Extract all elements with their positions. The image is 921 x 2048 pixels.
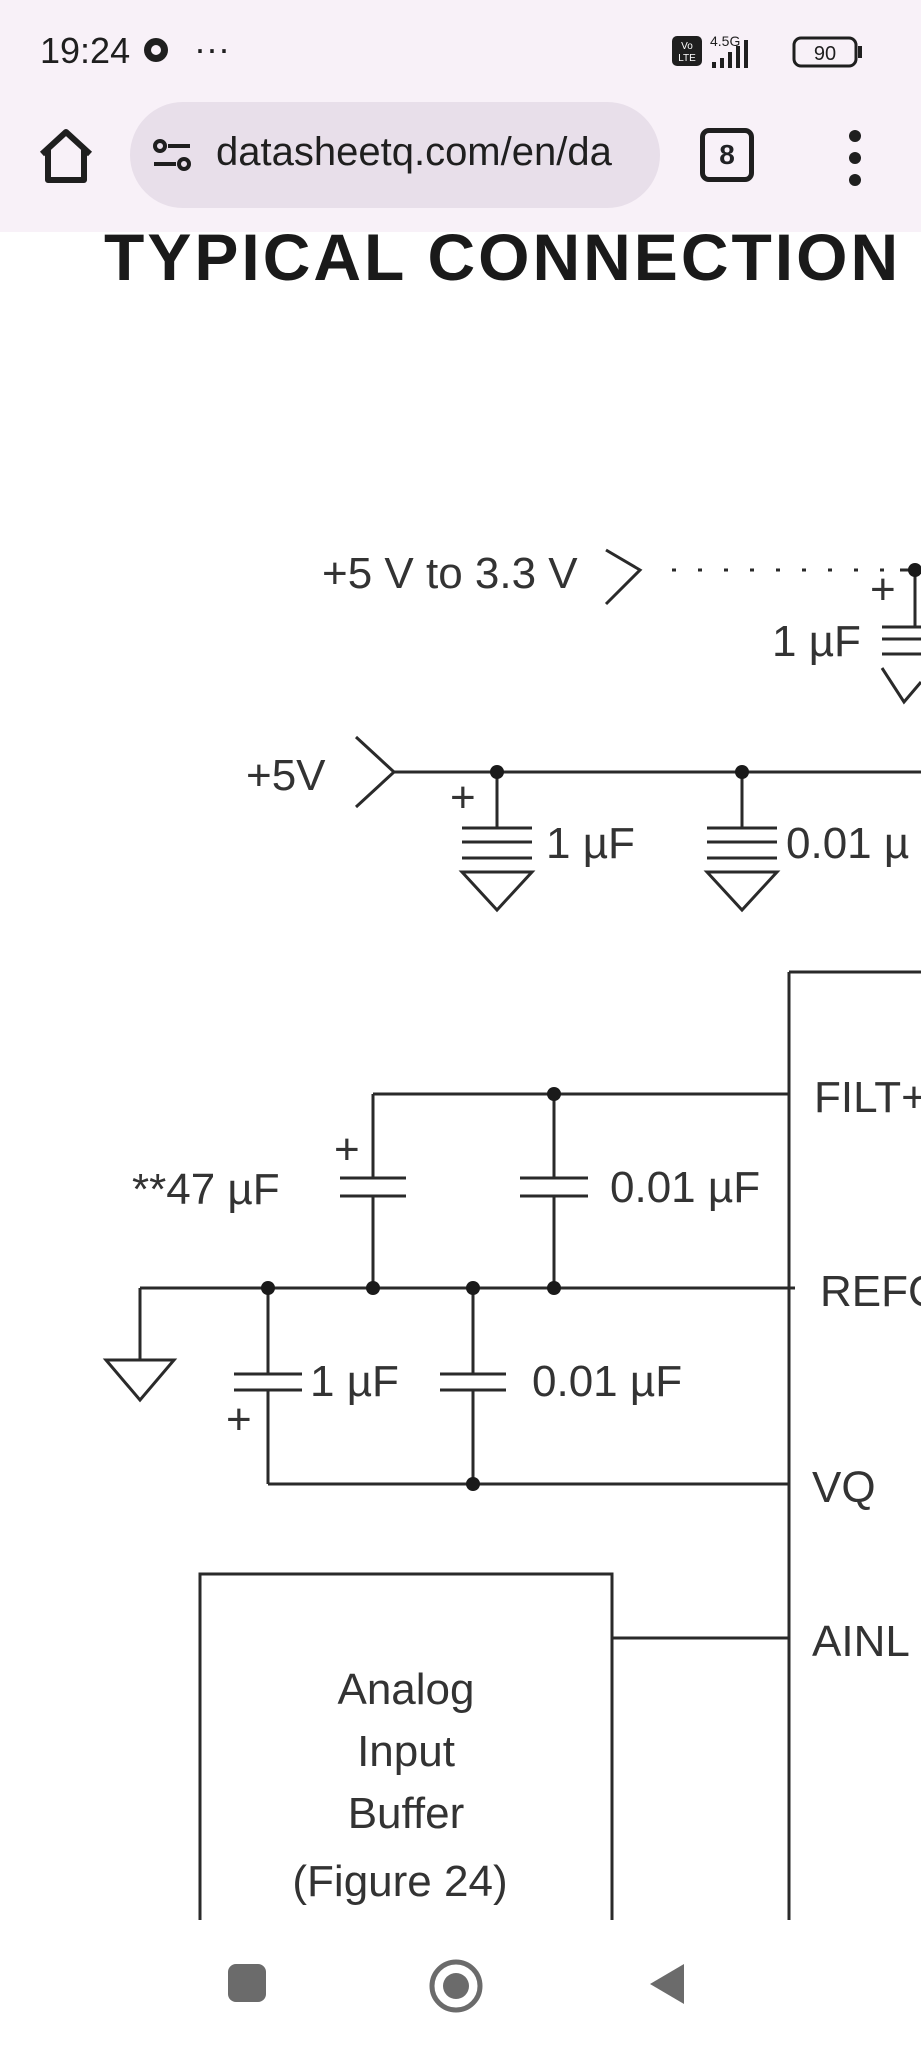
label-cap-b1: 1 µF	[546, 819, 635, 868]
network-type: 4.5G	[710, 33, 740, 49]
chrome-notification-icon	[144, 38, 168, 62]
label-supply-b: +5V	[246, 751, 326, 800]
label-cap-a: 1 µF	[772, 617, 861, 666]
label-supply-a: +5 V to 3.3 V	[322, 549, 578, 598]
site-settings-icon[interactable]	[152, 136, 194, 176]
home-icon[interactable]	[34, 124, 98, 188]
url-text[interactable]: datasheetq.com/en/da	[216, 130, 612, 174]
label-cap-d2: 0.01 µF	[532, 1357, 682, 1406]
plus-a: +	[870, 565, 896, 614]
svg-text:90: 90	[814, 43, 836, 65]
back-icon[interactable]	[644, 1960, 688, 2008]
tabs-icon[interactable]: 8	[700, 128, 754, 182]
pin-ainl: AINL	[812, 1617, 910, 1666]
page-content[interactable]: TYPICAL CONNECTION	[0, 232, 921, 1920]
buffer-line-3: Buffer	[348, 1789, 465, 1838]
buffer-line-2: Input	[357, 1727, 455, 1776]
volte-icon: Vo	[681, 41, 693, 52]
status-dots: ···	[194, 28, 230, 69]
recents-icon[interactable]	[226, 1962, 268, 2004]
signal-icon	[712, 40, 748, 68]
svg-text:LTE: LTE	[678, 53, 696, 64]
status-time: 19:24	[40, 30, 131, 71]
plus-b: +	[450, 773, 476, 822]
tabs-button[interactable]: 8	[700, 128, 756, 184]
system-nav-bar	[0, 1920, 921, 2048]
plus-d: +	[226, 1395, 252, 1444]
label-cap-c2: 0.01 µF	[610, 1163, 760, 1212]
status-icons: Vo LTE 4.5G 90	[672, 33, 862, 68]
schematic-diagram: TYPICAL CONNECTION	[102, 232, 921, 1920]
label-cap-d1: 1 µF	[310, 1357, 399, 1406]
address-bar[interactable]: datasheetq.com/en/da	[130, 102, 660, 208]
more-vert-icon[interactable]	[836, 126, 874, 190]
diagram-title: TYPICAL CONNECTION	[104, 232, 901, 294]
pin-filt: FILT+	[814, 1073, 921, 1122]
battery-icon: 90	[792, 36, 862, 68]
plus-c: +	[334, 1125, 360, 1174]
home-circle-icon[interactable]	[428, 1958, 484, 2014]
status-bar: 19:24 ··· Vo LTE 4.5G 90	[0, 0, 921, 100]
label-cap-c1: **47 µF	[132, 1165, 280, 1214]
buffer-line-4: (Figure 24)	[292, 1857, 507, 1906]
pin-vq: VQ	[812, 1463, 876, 1512]
pin-ref: REFG	[820, 1267, 921, 1316]
buffer-line-1: Analog	[337, 1665, 474, 1714]
label-cap-b2: 0.01 µ	[786, 819, 909, 868]
browser-chrome: 19:24 ··· Vo LTE 4.5G 90	[0, 0, 921, 232]
